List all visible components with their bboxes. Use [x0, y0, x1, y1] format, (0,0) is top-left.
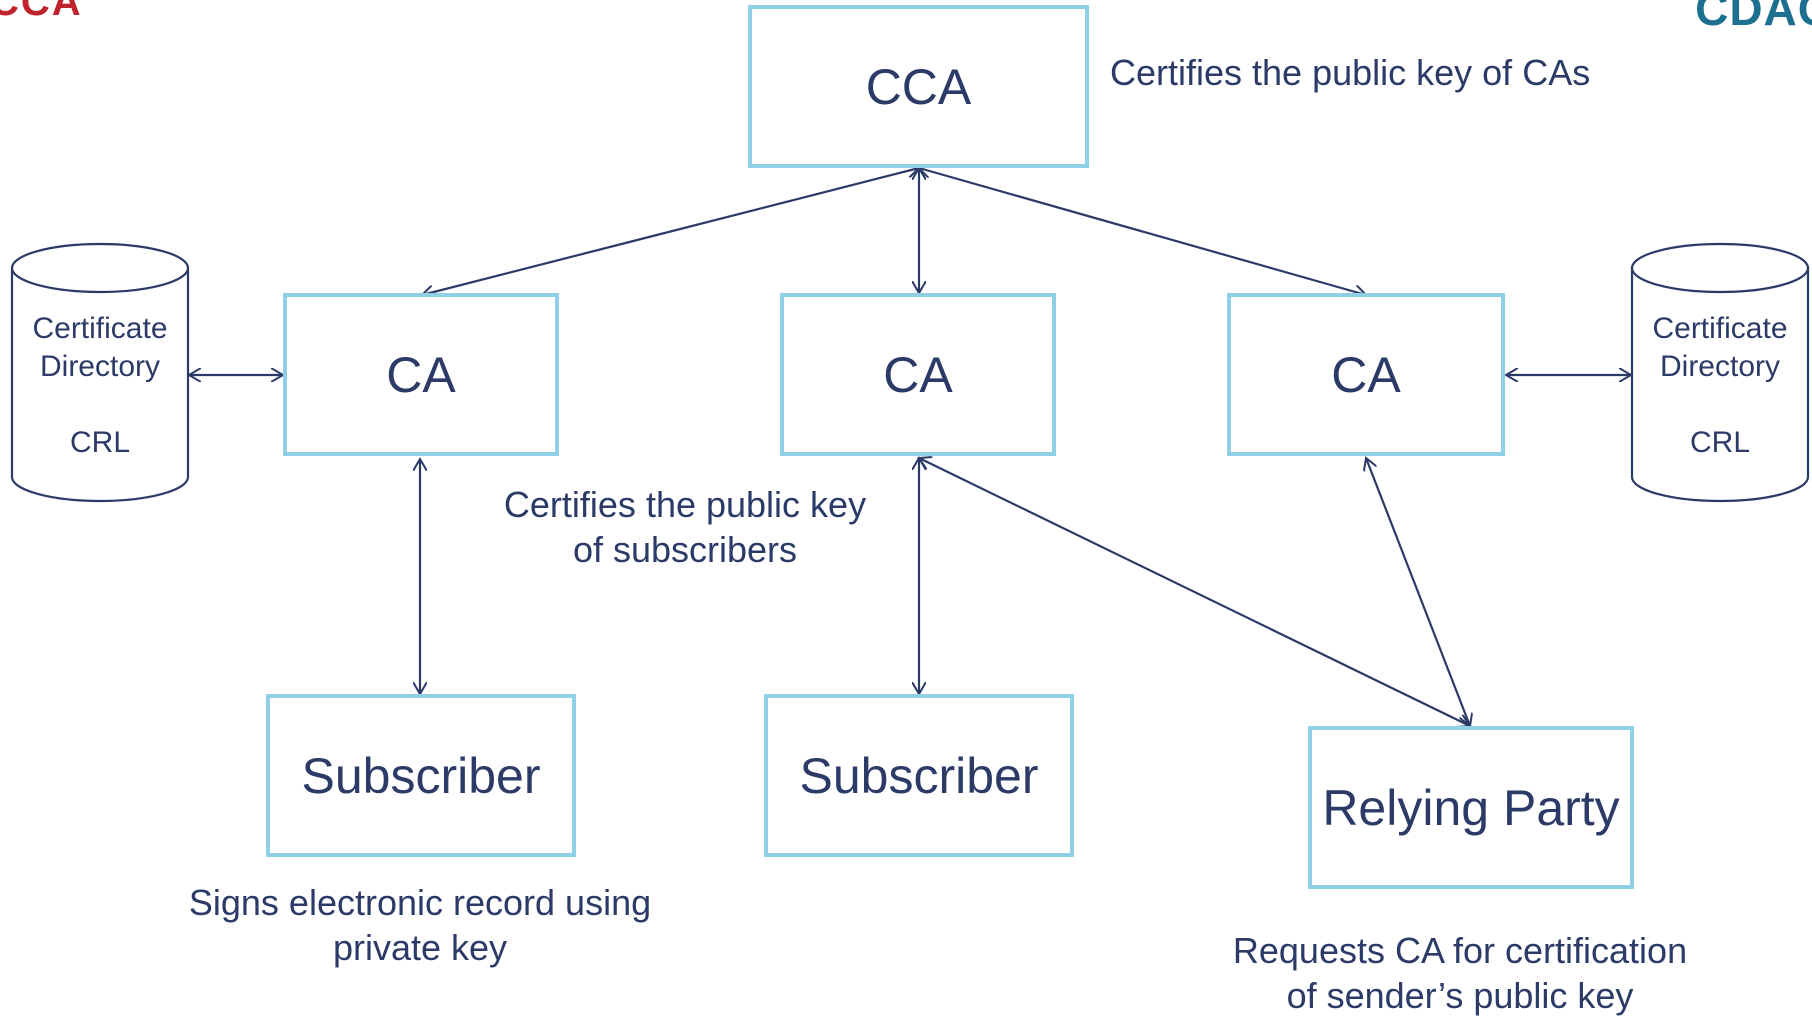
ca-note: Certifies the public key of subscribers — [440, 482, 930, 572]
subscriber-note-line2: private key — [332, 927, 508, 968]
directory-right-line3: CRL — [1689, 426, 1750, 459]
directory-left-text: Certificate Directory CRL — [12, 310, 188, 462]
directory-right-line1: Certificate — [1652, 312, 1788, 345]
ca-center-box: CA — [780, 293, 1056, 456]
relying-party-box: Relying Party — [1308, 726, 1634, 889]
directory-right-line2: Directory — [1659, 350, 1780, 383]
directory-left-line2: Directory — [39, 350, 160, 383]
directory-right-cylinder — [1630, 242, 1810, 503]
subscriber-center-box: Subscriber — [764, 694, 1074, 857]
cca-note-text: Certifies the public key of CAs — [1110, 52, 1591, 93]
relying-note-line2: of sender’s public key — [1286, 975, 1634, 1016]
edge-cca-ca-right — [919, 168, 1366, 295]
edge-ca-right-relying — [1366, 458, 1470, 726]
edge-ca-center-relying — [919, 458, 1470, 726]
cca-label: CCA — [865, 58, 972, 115]
relying-note-line1: Requests CA for certification — [1232, 930, 1688, 971]
edge-cca-ca-left — [422, 168, 919, 295]
cca-box: CCA — [748, 5, 1089, 168]
cca-logo-text: CCA — [0, 0, 83, 24]
ca-right-box: CA — [1227, 293, 1505, 456]
ca-note-line1: Certifies the public key — [503, 484, 867, 525]
directory-right-text: Certificate Directory CRL — [1632, 310, 1808, 462]
ca-note-line2: of subscribers — [572, 529, 798, 570]
relying-party-label: Relying Party — [1322, 779, 1620, 836]
ca-center-label: CA — [883, 346, 953, 403]
subscriber-note: Signs electronic record using private ke… — [150, 880, 690, 970]
subscriber-left-label: Subscriber — [301, 747, 541, 804]
ca-right-label: CA — [1331, 346, 1401, 403]
subscriber-center-label: Subscriber — [799, 747, 1039, 804]
directory-left-line1: Certificate — [32, 312, 168, 345]
cca-note: Certifies the public key of CAs — [1110, 50, 1590, 95]
directory-left-line3: CRL — [69, 426, 130, 459]
cca-logo: CCA — [0, 0, 83, 25]
relying-note: Requests CA for certification of sender’… — [1190, 928, 1730, 1018]
directory-left-cylinder — [10, 242, 190, 503]
subscriber-note-line1: Signs electronic record using — [188, 882, 652, 923]
subscriber-left-box: Subscriber — [266, 694, 576, 857]
ca-left-label: CA — [386, 346, 456, 403]
ca-left-box: CA — [283, 293, 559, 456]
